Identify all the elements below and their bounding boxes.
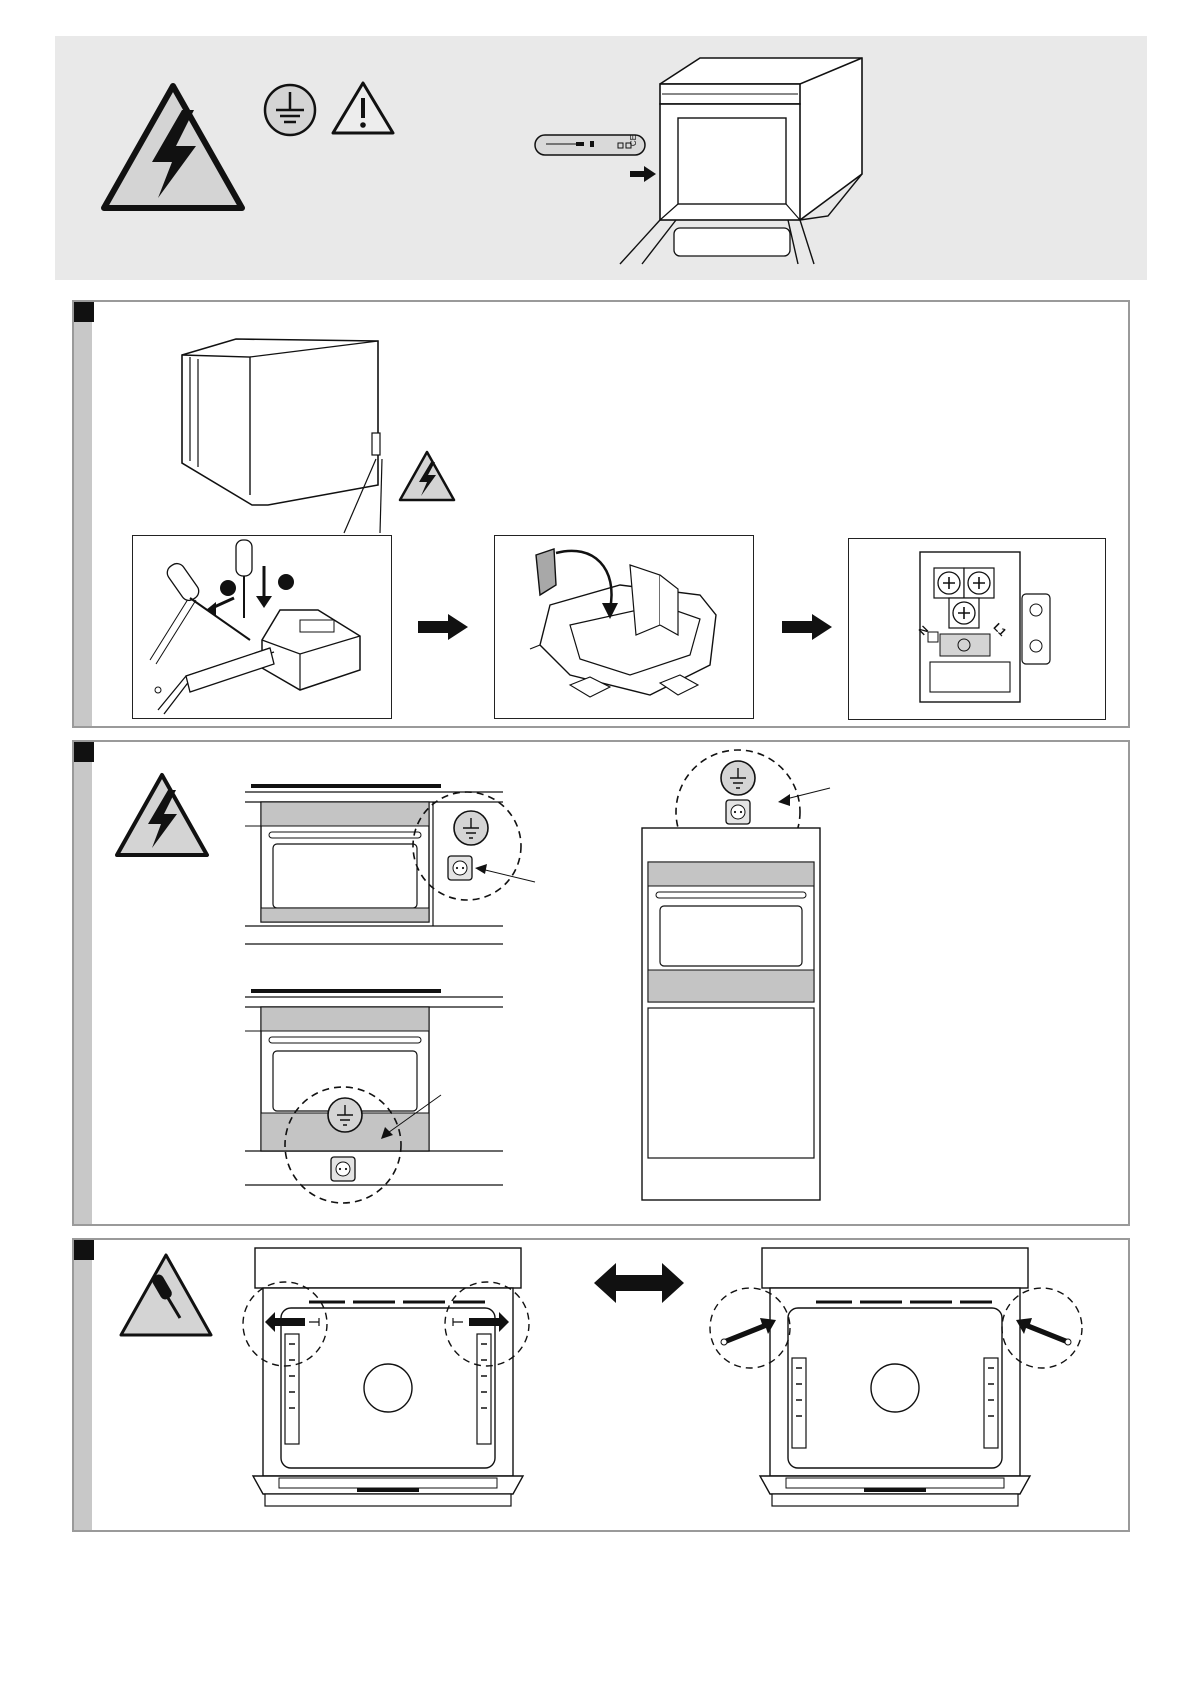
screwdriver-icon	[118, 1252, 214, 1338]
built-in-under-counter-illustration	[245, 780, 635, 950]
terminal-box-screwdriver-illustration	[150, 540, 390, 715]
caution-icon	[330, 80, 396, 136]
earth-ground-icon	[262, 82, 318, 138]
high-voltage-icon	[100, 82, 246, 214]
oven-front-screwed-illustration	[710, 1248, 1090, 1508]
oven-front-open-illustration	[245, 1248, 530, 1508]
arrow-right-icon	[418, 614, 468, 640]
double-arrow-icon	[594, 1263, 684, 1303]
step-marker	[74, 1240, 94, 1260]
panel-side-strip	[74, 742, 92, 1224]
panel-side-strip	[74, 302, 92, 726]
arrow-right-icon	[782, 614, 832, 640]
built-in-column-low-illustration	[245, 985, 515, 1210]
high-voltage-icon	[398, 450, 456, 502]
panel-side-strip	[74, 1240, 92, 1530]
high-voltage-icon	[114, 772, 210, 858]
step-marker	[74, 302, 94, 322]
step-marker	[74, 742, 94, 762]
terminal-cover-lift-illustration	[510, 545, 740, 710]
oven-box-illustration	[178, 335, 400, 535]
oven-cavity-illustration	[600, 50, 870, 280]
built-in-tall-column-illustration	[640, 748, 840, 1203]
